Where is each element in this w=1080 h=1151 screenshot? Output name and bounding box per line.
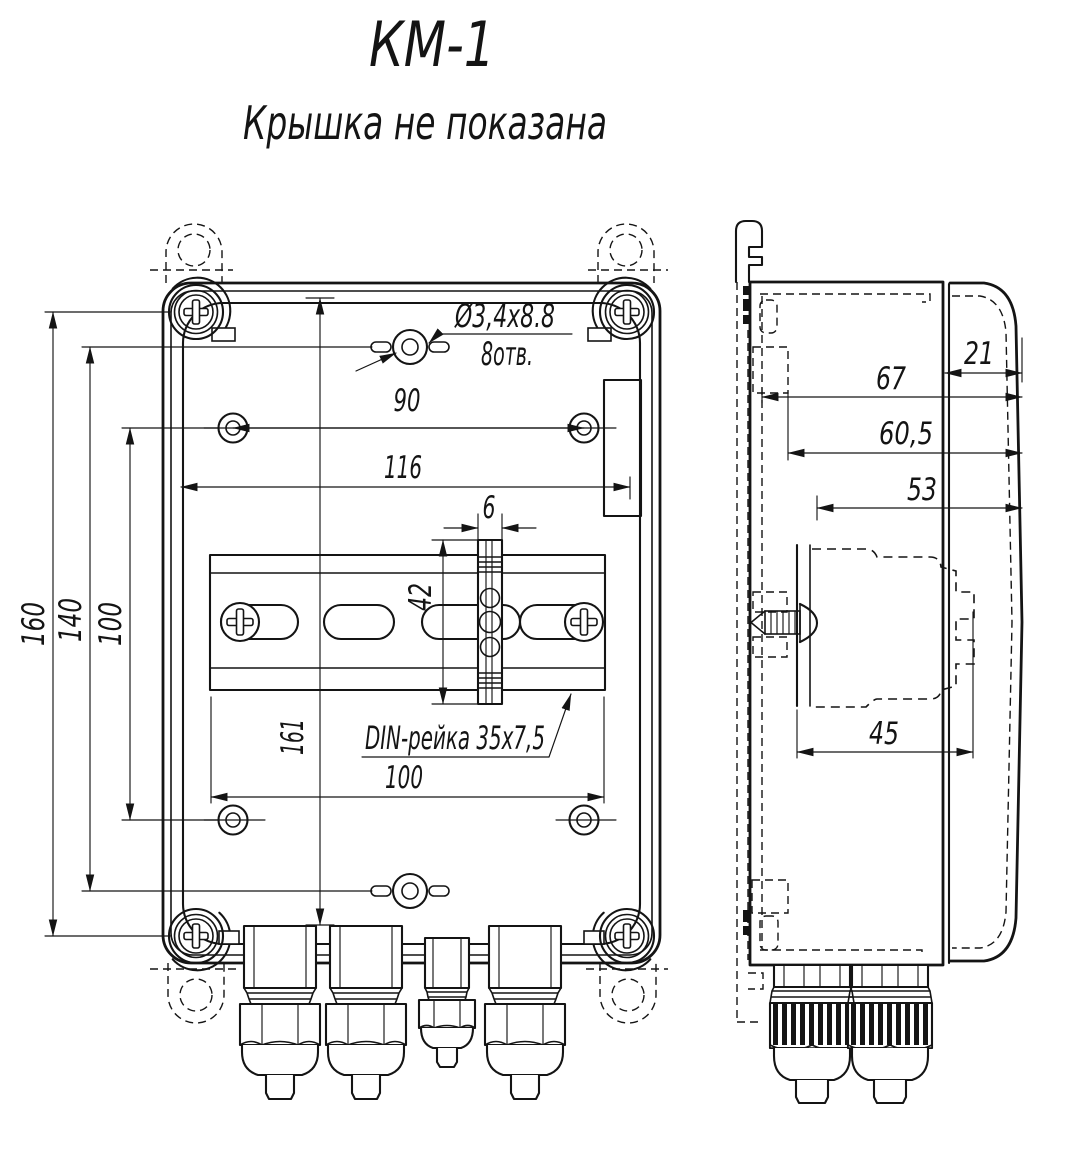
rail-screw-icon <box>563 601 605 643</box>
rail-screw-side-icon <box>749 602 819 644</box>
cover-profile <box>948 281 1024 963</box>
cable-gland-small <box>417 936 477 1069</box>
din-rail-label: DIN-рейка 35x7,5 <box>365 719 545 757</box>
drawing-subtitle: Крышка не показана <box>243 96 607 150</box>
cable-gland <box>324 924 408 1101</box>
side-view: 21 67 60,5 53 45 <box>734 219 1024 1105</box>
dim-outer-mount-height: 160 <box>16 602 52 646</box>
dim-strip-width: 6 <box>483 490 496 526</box>
hole-note-diameter: Ø3,4x8.8 <box>454 297 555 335</box>
dim-inner-height: 161 <box>275 719 311 755</box>
dim-strip-height: 42 <box>403 583 439 611</box>
front-view: 160 140 100 161 90 116 6 <box>16 223 668 1101</box>
dim-panel-holes-span: 100 <box>93 602 129 646</box>
back-flange <box>734 219 764 1023</box>
dim-center-holes-span: 140 <box>53 598 89 642</box>
dim-rail-length: 100 <box>385 760 423 796</box>
knurl-pattern <box>773 1004 850 1045</box>
cable-glands-side <box>768 963 934 1105</box>
cable-gland-knurled <box>768 963 856 1105</box>
hole-note-count: 8отв. <box>481 335 533 373</box>
rail-screw-icon <box>219 601 261 643</box>
corner-screws <box>167 283 656 965</box>
dim-cover-depth: 21 <box>964 336 994 372</box>
dim-inner-width: 116 <box>384 450 422 486</box>
dim-rail-zone-depth: 45 <box>869 716 899 752</box>
cable-gland <box>238 924 322 1101</box>
knurl-pattern <box>851 1004 928 1045</box>
din-rail <box>208 553 607 692</box>
side-recess <box>602 378 643 518</box>
dim-total-depth: 67 <box>876 361 906 397</box>
cable-glands-front <box>238 924 567 1101</box>
dim-top-holes-span: 90 <box>394 383 421 419</box>
din-rail-side <box>749 543 975 708</box>
front-dimensions: 160 140 100 161 90 116 6 <box>16 297 631 937</box>
terminal-strip <box>476 538 504 706</box>
side-dimensions: 21 67 60,5 53 45 <box>761 336 1023 759</box>
drawing-title: КМ-1 <box>369 8 495 81</box>
screw-icon <box>167 283 225 341</box>
dim-inner-depth: 53 <box>907 472 937 508</box>
cable-gland <box>483 924 567 1101</box>
screw-icon <box>598 907 656 965</box>
dim-base-depth: 60,5 <box>879 416 933 452</box>
enclosure-body <box>161 276 662 972</box>
screw-icon <box>598 283 656 341</box>
cable-gland-knurled <box>846 963 934 1105</box>
